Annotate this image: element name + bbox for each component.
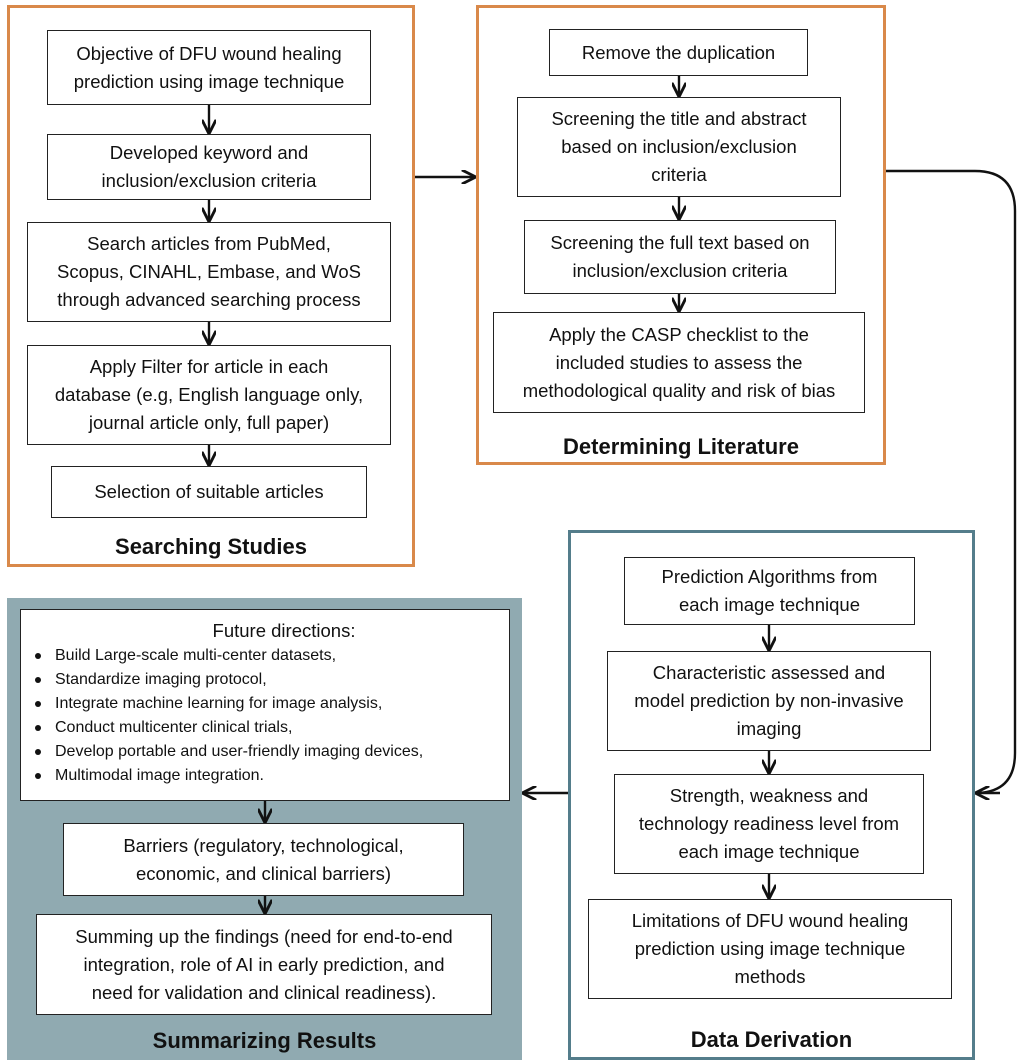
box-text-line: Objective of DFU wound healing [76, 42, 342, 64]
box-text: Screening the full text based on inclusio… [550, 229, 809, 285]
box-text-line: Selection of suitable articles [94, 481, 324, 502]
box-text: Summing up the findings (need for end-to… [75, 923, 452, 1007]
determining-literature-title: Determining Literature [563, 434, 799, 459]
box-text-line: need for validation and clinical readine… [91, 981, 437, 1003]
box-text-line: Characteristic assessed and [652, 662, 886, 683]
box-text-line: based on inclusion/exclusion [561, 136, 797, 157]
box-text-line: Summing up the findings (need for end-to… [75, 925, 453, 947]
searching-studies-panel: Searching Studies [7, 5, 415, 567]
box-text-line: Strength, weakness and [669, 785, 869, 806]
future-directions-heading: Future directions: [212, 620, 356, 641]
box-text-line: Screening the title and abstract [551, 108, 807, 129]
box-text-line: model prediction by non-invasive [634, 690, 904, 711]
step-limitations: Limitations of DFU wound healing predicti… [588, 899, 952, 999]
determining-literature-panel: Determining Literature [476, 5, 886, 465]
box-text: Developed keyword and inclusion/exclusion… [102, 139, 317, 195]
box-text-line: methodological quality and risk of bias [522, 379, 836, 401]
future-directions-list: Build Large-scale multi-center datasets,… [29, 644, 499, 788]
arrow-determining-to-derivation [886, 169, 1017, 795]
box-text-line: Screening the full text based on [550, 232, 810, 253]
box-text-line: economic, and clinical barriers) [136, 862, 391, 884]
future-direction-item: Conduct multicenter clinical trials, [35, 716, 499, 740]
step-remove-duplication: Remove the duplication [549, 29, 808, 76]
box-text: Search articles from PubMed, Scopus, CINA… [57, 230, 361, 314]
box-text: Prediction Algorithms from each image tec… [662, 563, 878, 619]
box-text-line: Limitations of DFU wound healing [631, 910, 909, 931]
box-text: Remove the duplication [582, 39, 775, 67]
box-text: Barriers (regulatory, technological, econ… [123, 832, 403, 888]
step-strength-weakness: Strength, weakness and technology readine… [614, 774, 924, 874]
box-text: Apply the CASP checklist to the included … [523, 321, 836, 405]
box-text-line: included studies to assess the [555, 351, 803, 373]
box-text-line: Barriers (regulatory, technological, [123, 834, 404, 856]
step-characteristic-assessed: Characteristic assessed and model predict… [607, 651, 931, 751]
future-direction-item: Develop portable and user-friendly imagi… [35, 740, 499, 764]
step-objective: Objective of DFU wound healing prediction… [47, 30, 371, 105]
box-text-line: prediction using image technique [634, 938, 906, 959]
box-text: Objective of DFU wound healing prediction… [74, 40, 344, 96]
box-text-line: through advanced searching process [57, 289, 361, 310]
step-summing-up: Summing up the findings (need for end-to… [36, 914, 492, 1015]
box-text: Selection of suitable articles [94, 478, 323, 506]
step-screen-full-text: Screening the full text based on inclusio… [524, 220, 836, 294]
box-text-line: each image technique [678, 594, 860, 615]
box-text-line: criteria [651, 164, 707, 185]
box-text-line: inclusion/exclusion criteria [101, 170, 317, 191]
box-text-line: Apply Filter for article in each [89, 356, 329, 377]
box-text: Limitations of DFU wound healing predicti… [632, 907, 909, 991]
box-text-line: prediction using image technique [73, 70, 345, 92]
box-text-line: imaging [736, 718, 802, 739]
box-text-line: technology readiness level from [638, 813, 900, 834]
searching-studies-title: Searching Studies [115, 534, 307, 559]
box-text-line: database (e.g, English language only, [54, 384, 364, 405]
step-keyword-criteria: Developed keyword and inclusion/exclusion… [47, 134, 371, 200]
step-prediction-algorithms: Prediction Algorithms from each image tec… [624, 557, 915, 625]
step-search-databases: Search articles from PubMed, Scopus, CINA… [27, 222, 391, 322]
box-text-line: Remove the duplication [581, 41, 776, 63]
data-derivation-panel: Data Derivation [568, 530, 975, 1060]
future-direction-item: Integrate machine learning for image ana… [35, 692, 499, 716]
box-text-line: methods [734, 966, 806, 987]
box-text-line: journal article only, full paper) [88, 412, 330, 433]
step-screen-title-abstract: Screening the title and abstract based on… [517, 97, 841, 197]
future-direction-item: Standardize imaging protocol, [35, 668, 499, 692]
step-barriers: Barriers (regulatory, technological, econ… [63, 823, 464, 896]
box-text-line: Scopus, CINAHL, Embase, and WoS [56, 261, 362, 282]
box-text-line: Developed keyword and [109, 142, 309, 163]
box-text-line: Prediction Algorithms from [661, 566, 878, 587]
box-text: Strength, weakness and technology readine… [639, 782, 899, 866]
step-selection: Selection of suitable articles [51, 466, 367, 518]
box-text: Apply Filter for article in each database… [55, 353, 363, 437]
box-text-line: each image technique [678, 841, 860, 862]
box-text-line: integration, role of AI in early predict… [83, 953, 445, 975]
step-apply-filter: Apply Filter for article in each database… [27, 345, 391, 445]
box-text-line: inclusion/exclusion criteria [572, 260, 788, 281]
future-direction-item: Build Large-scale multi-center datasets, [35, 644, 499, 668]
summarizing-results-title: Summarizing Results [152, 1028, 377, 1053]
future-direction-item: Multimodal image integration. [35, 764, 499, 788]
box-text-line: Apply the CASP checklist to the [549, 323, 809, 345]
box-text: Screening the title and abstract based on… [551, 105, 806, 189]
future-directions-box: Future directions: Build Large-scale mul… [20, 609, 510, 801]
box-text-line: Search articles from PubMed, [87, 233, 331, 254]
data-derivation-title: Data Derivation [690, 1027, 853, 1052]
step-casp-checklist: Apply the CASP checklist to the included … [493, 312, 865, 413]
box-text: Characteristic assessed and model predict… [634, 659, 903, 743]
